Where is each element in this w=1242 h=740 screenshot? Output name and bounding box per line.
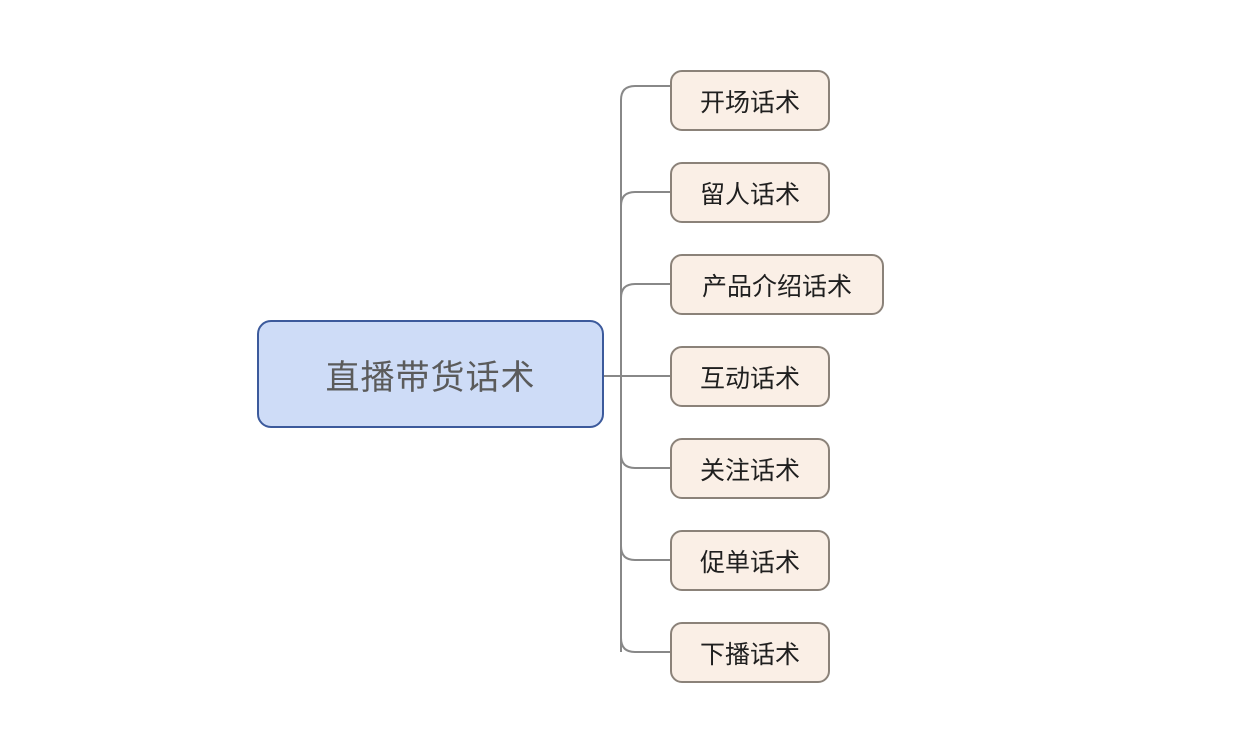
connector-branch-5: [620, 545, 670, 561]
mindmap-child-node-5[interactable]: 关注话术: [670, 438, 830, 499]
connector-branch-1: [620, 191, 670, 207]
mindmap-root-node[interactable]: 直播带货话术: [257, 320, 604, 428]
connector-branch-0: [620, 85, 670, 114]
mindmap-child-node-3[interactable]: 产品介绍话术: [670, 254, 884, 315]
mindmap-child-node-4[interactable]: 互动话术: [670, 346, 830, 407]
mindmap-child-node-2[interactable]: 留人话术: [670, 162, 830, 223]
connector-branch-6: [620, 637, 670, 653]
connector-branch-2: [620, 283, 670, 299]
mindmap-child-node-1[interactable]: 开场话术: [670, 70, 830, 131]
mindmap-child-node-7[interactable]: 下播话术: [670, 622, 830, 683]
connector-branch-4: [620, 453, 670, 469]
mindmap-child-node-6[interactable]: 促单话术: [670, 530, 830, 591]
